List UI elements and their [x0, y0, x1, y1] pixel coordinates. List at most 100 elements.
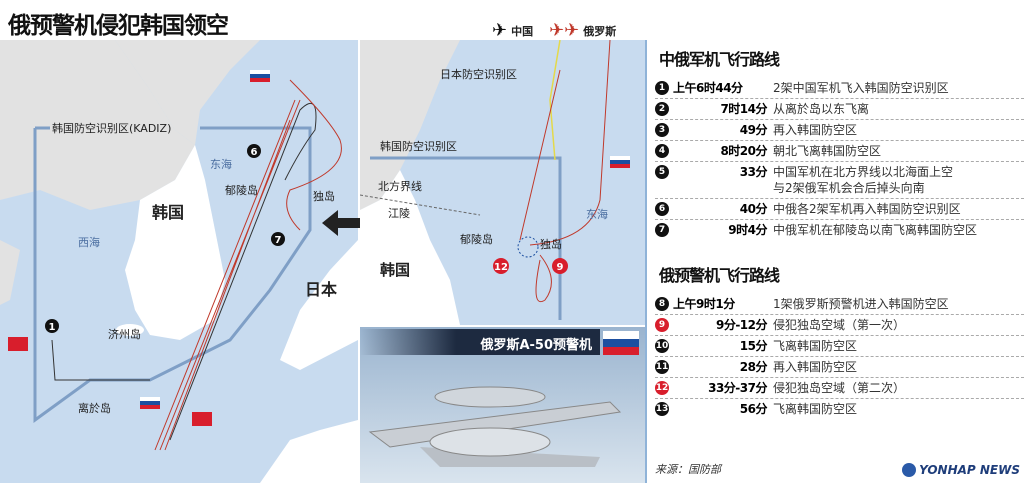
inset-korea-label: 韩国 — [380, 261, 410, 279]
timeline-row: 11 28分再入韩国防空区 — [655, 357, 1024, 378]
timeline-row: 10 15分飞离韩国防空区 — [655, 336, 1024, 357]
inset-kadiz-label: 韩国防空识别区 — [380, 139, 457, 153]
step-desc: 1架俄罗斯预警机进入韩国防空区 — [773, 297, 949, 311]
korea-label: 韩国 — [152, 203, 184, 222]
section2-list: 8 上午9时1分 1架俄罗斯预警机进入韩国防空区 9 9分-12分侵犯独岛空域（第一次）… — [655, 294, 1024, 419]
step-desc: 从离於岛以东飞离 — [773, 102, 870, 116]
russia-flag — [603, 331, 639, 355]
step-desc: 朝北飞离韩国防空区 — [773, 144, 882, 158]
inset-ulleung-label: 郁陵岛 — [460, 232, 493, 246]
legend-china: 中国 — [511, 24, 534, 38]
timeline-row: 1 上午6时44分 2架中国军机飞入韩国防空识别区 — [655, 78, 1024, 99]
marker-7: 7 — [271, 232, 285, 246]
timeline-panel: 中俄军机飞行路线 1 上午6时44分 2架中国军机飞入韩国防空识别区 2 7时14分从离… — [645, 40, 1024, 483]
timeline-row: 6 40分中俄各2架军机再入韩国防空识别区 — [655, 199, 1024, 220]
inset-east-sea-label: 东海 — [586, 207, 608, 221]
aircraft-image — [368, 386, 622, 467]
timeline-row: 8 上午9时1分 1架俄罗斯预警机进入韩国防空区 — [655, 294, 1024, 315]
svg-text:9: 9 — [557, 262, 564, 273]
jadiz-label: 日本防空识别区 — [440, 67, 517, 81]
left-map: 韩国防空识别区(KADIZ) 东海 郁陵岛 独岛 韩国 西海 济州岛 离於岛 日… — [0, 40, 358, 483]
timeline-row: 9 9分-12分侵犯独岛空域（第一次） — [655, 315, 1024, 336]
marker-9: 9 — [552, 258, 568, 274]
step-number: 1 — [655, 81, 669, 95]
step-number: 3 — [655, 123, 669, 137]
inset-map: 日本防空识别区 韩国防空识别区 北方界线 江陵 郁陵岛 独岛 东海 韩国 12 … — [360, 40, 645, 325]
source: 来源：国防部 — [655, 463, 721, 476]
step-time: 8时20分 — [720, 144, 767, 158]
marker-1: 1 — [45, 319, 59, 333]
step-desc: 再入韩国防空区 — [773, 360, 858, 374]
step-time: 40分 — [739, 202, 768, 216]
step-number: 5 — [655, 165, 669, 179]
arrow-icon — [322, 210, 362, 236]
step-time: 上午6时44分 — [673, 81, 743, 95]
legend-russia: 俄罗斯 — [583, 24, 617, 38]
step-time: 9分-12分 — [715, 318, 768, 332]
step-desc: 中俄各2架军机再入韩国防空识别区 — [773, 202, 961, 216]
kadiz-label: 韩国防空识别区(KADIZ) — [52, 121, 171, 135]
inset-dokdo-label: 独岛 — [540, 237, 562, 251]
photo-label: 俄罗斯A-50预警机 — [360, 329, 600, 355]
timeline-row: 3 49分再入韩国防空区 — [655, 120, 1024, 141]
yonhap-logo: YONHAP NEWS — [902, 463, 1020, 477]
step-desc: 中国军机在北方界线以北海面上空与2架俄军机会合后掉头向南 — [773, 165, 954, 195]
china-plane-icon: ✈ — [492, 20, 508, 41]
marker-12: 12 — [493, 258, 509, 274]
timeline-row: 5 33分中国军机在北方界线以北海面上空与2架俄军机会合后掉头向南 — [655, 162, 1024, 199]
step-time: 15分 — [739, 339, 768, 353]
step-time: 33分 — [739, 165, 768, 179]
timeline-row: 2 7时14分从离於岛以东飞离 — [655, 99, 1024, 120]
svg-text:1: 1 — [49, 322, 56, 333]
timeline-row: 4 8时20分朝北飞离韩国防空区 — [655, 141, 1024, 162]
ieodo-label: 离於岛 — [78, 401, 111, 415]
step-time: 33分-37分 — [708, 381, 767, 395]
jeju-label: 济州岛 — [108, 327, 141, 341]
svg-text:12: 12 — [494, 262, 508, 273]
step-desc: 再入韩国防空区 — [773, 123, 858, 137]
russia-plane-icon: ✈✈ — [549, 20, 580, 41]
step-number: 12 — [655, 381, 669, 395]
step-desc: 中俄军机在郁陵岛以南飞离韩国防空区 — [773, 223, 978, 237]
section2-title: 俄预警机飞行路线 — [659, 266, 780, 285]
step-number: 8 — [655, 297, 669, 311]
step-number: 11 — [655, 360, 669, 374]
step-number: 4 — [655, 144, 669, 158]
gangneung-label: 江陵 — [388, 207, 410, 220]
globe-icon — [902, 463, 917, 477]
step-number: 13 — [655, 402, 669, 416]
step-desc: 侵犯独岛空域（第二次） — [773, 381, 906, 395]
step-time: 28分 — [739, 360, 768, 374]
step-time: 9时4分 — [728, 223, 767, 237]
step-time: 7时14分 — [720, 102, 767, 116]
step-time: 上午9时1分 — [673, 297, 735, 311]
dokdo-label: 独岛 — [313, 189, 335, 203]
step-number: 10 — [655, 339, 669, 353]
step-time: 49分 — [739, 123, 768, 137]
page-title: 俄预警机侵犯韩国领空 — [8, 13, 229, 39]
timeline-row: 13 56分飞离韩国防空区 — [655, 399, 1024, 419]
east-sea-label: 东海 — [210, 157, 232, 171]
step-desc: 侵犯独岛空域（第一次） — [773, 318, 906, 332]
svg-text:6: 6 — [251, 147, 258, 158]
svg-text:7: 7 — [275, 235, 282, 246]
a50-photo: 俄罗斯A-50预警机 — [360, 327, 645, 483]
west-sea-label: 西海 — [78, 235, 100, 249]
step-time: 56分 — [739, 402, 768, 416]
step-desc: 飞离韩国防空区 — [773, 402, 858, 416]
timeline-row: 7 9时4分中俄军机在郁陵岛以南飞离韩国防空区 — [655, 220, 1024, 240]
step-number: 7 — [655, 223, 669, 237]
ulleung-label: 郁陵岛 — [225, 183, 258, 197]
step-desc: 飞离韩国防空区 — [773, 339, 858, 353]
nll-label: 北方界线 — [378, 179, 422, 193]
timeline-row: 12 33分-37分侵犯独岛空域（第二次） — [655, 378, 1024, 399]
step-number: 6 — [655, 202, 669, 216]
marker-6: 6 — [247, 144, 261, 158]
step-number: 9 — [655, 318, 669, 332]
step-desc: 2架中国军机飞入韩国防空识别区 — [773, 81, 949, 95]
legend: ✈ 中国 ✈✈ 俄罗斯 — [492, 20, 616, 41]
section1-title: 中俄军机飞行路线 — [659, 50, 780, 69]
step-number: 2 — [655, 102, 669, 116]
japan-label: 日本 — [305, 280, 337, 299]
